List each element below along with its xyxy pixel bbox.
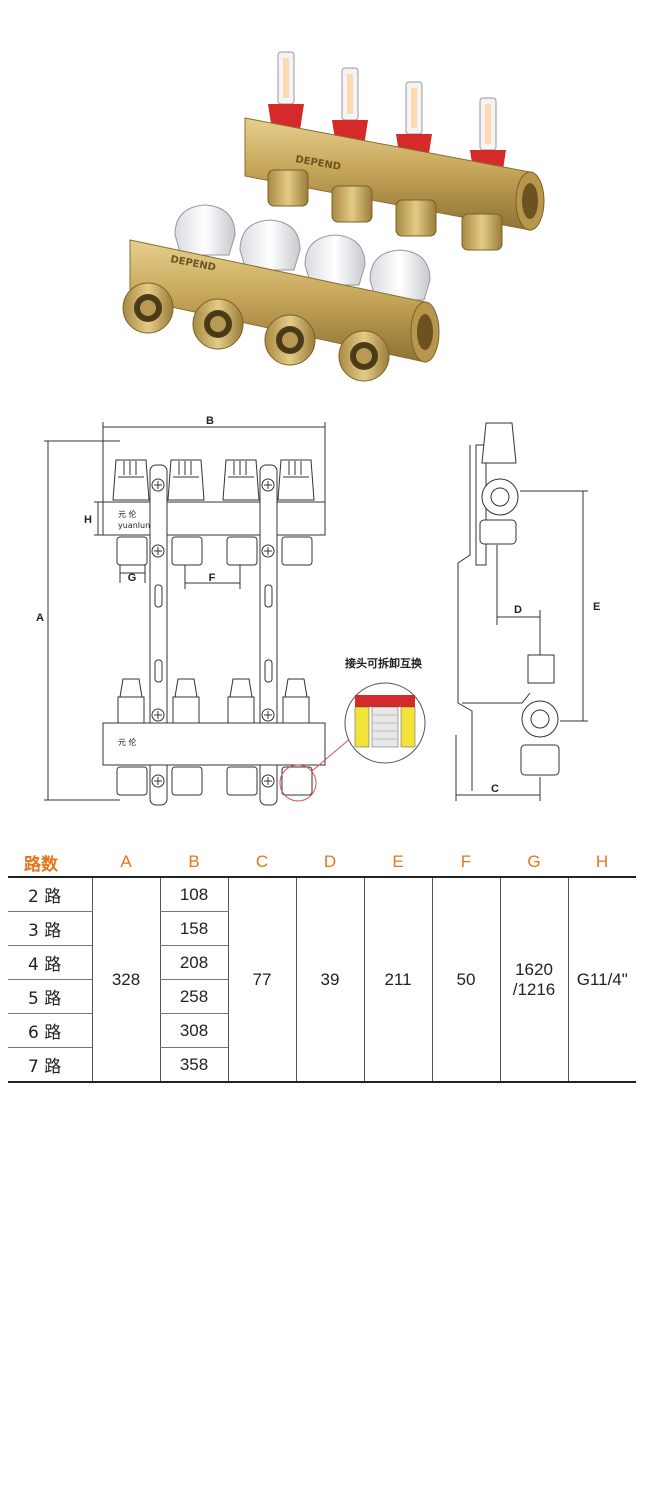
lower-outlets (116, 766, 313, 796)
upper-outlets (116, 536, 313, 566)
b-value-cell: 358 (159, 1047, 228, 1083)
dim-label-g: G (128, 572, 137, 584)
route-cell: 4 路 (8, 945, 92, 980)
product-photo: DEPEND DEPEND (122, 51, 545, 382)
logo-english: yuanlun (118, 521, 150, 530)
header-cell: C (228, 848, 296, 878)
b-value-cell: 258 (159, 979, 228, 1014)
dim-label-d: D (514, 604, 522, 616)
header-cell: G (500, 848, 568, 878)
header-cell: B (160, 848, 228, 878)
upper-outlet (267, 169, 503, 251)
lower-manifold: DEPEND (122, 204, 440, 382)
table-row: 4 路 208 (8, 945, 636, 980)
thermo-caps (174, 204, 431, 301)
header-cell: H (568, 848, 636, 878)
side-view (455, 422, 588, 801)
dim-label-b: B (206, 415, 214, 427)
route-cell: 7 路 (8, 1047, 92, 1083)
c-value-cell: 77 (227, 877, 296, 1083)
header-cell: A (92, 848, 160, 878)
e-value-cell: 211 (363, 877, 432, 1083)
upper-caps (112, 459, 315, 501)
table-header-row: 路数 A B C D E F G H (8, 848, 636, 878)
lower-flowmeters (117, 678, 310, 723)
dim-label-e: E (593, 601, 600, 613)
d-value-cell: 39 (295, 877, 364, 1083)
b-value-cell: 158 (159, 911, 228, 946)
detail-caption: 接头可拆卸互换 (345, 656, 423, 670)
logo-chinese: 元 伦 (118, 737, 137, 747)
b-value-cell: 308 (159, 1013, 228, 1048)
lower-outlet (122, 282, 390, 382)
dim-label-f: F (209, 572, 216, 584)
upper-manifold: DEPEND (244, 51, 545, 251)
header-cell: D (296, 848, 364, 878)
dim-label-c: C (491, 783, 499, 795)
detail-marker (279, 764, 317, 802)
h-value-cell: G11/4" (567, 877, 636, 1083)
route-cell: 5 路 (8, 979, 92, 1014)
logo-chinese: 元 伦 (118, 509, 137, 519)
a-value-cell: 328 (91, 877, 160, 1083)
b-value-cell: 108 (159, 877, 228, 912)
table-row: 5 路 258 (8, 979, 636, 1014)
table-row: 7 路 358 (8, 1047, 636, 1083)
flowmeter (268, 51, 304, 130)
detail-section (354, 695, 416, 748)
flowmeter (332, 67, 368, 146)
route-cell: 2 路 (8, 877, 92, 912)
g-value-line2: /1216 (512, 979, 556, 999)
table-row: 3 路 158 (8, 911, 636, 946)
b-value-cell: 208 (159, 945, 228, 980)
header-cell: F (432, 848, 500, 878)
header-cell: 路数 (8, 848, 92, 878)
dim-label-a: A (36, 612, 44, 624)
table-row: 6 路 308 (8, 1013, 636, 1048)
g-value-cell: 1620/1216 (499, 877, 568, 1083)
route-cell: 6 路 (8, 1013, 92, 1048)
dim-label-h: H (84, 514, 92, 526)
table-row: 2 路 328 108 77 39 211 50 1620/1216 G11/4… (8, 877, 636, 1083)
g-value-line1: 1620 (515, 959, 553, 979)
route-cell: 3 路 (8, 911, 92, 946)
header-cell: E (364, 848, 432, 878)
spec-table: 路数 A B C D E F G H 2 路 328 108 77 39 211… (8, 848, 636, 1083)
f-value-cell: 50 (431, 877, 500, 1083)
technical-drawing: B A H G F D E C 元 伦 yuanlun 元 伦 接头可拆卸互换 (36, 415, 600, 806)
